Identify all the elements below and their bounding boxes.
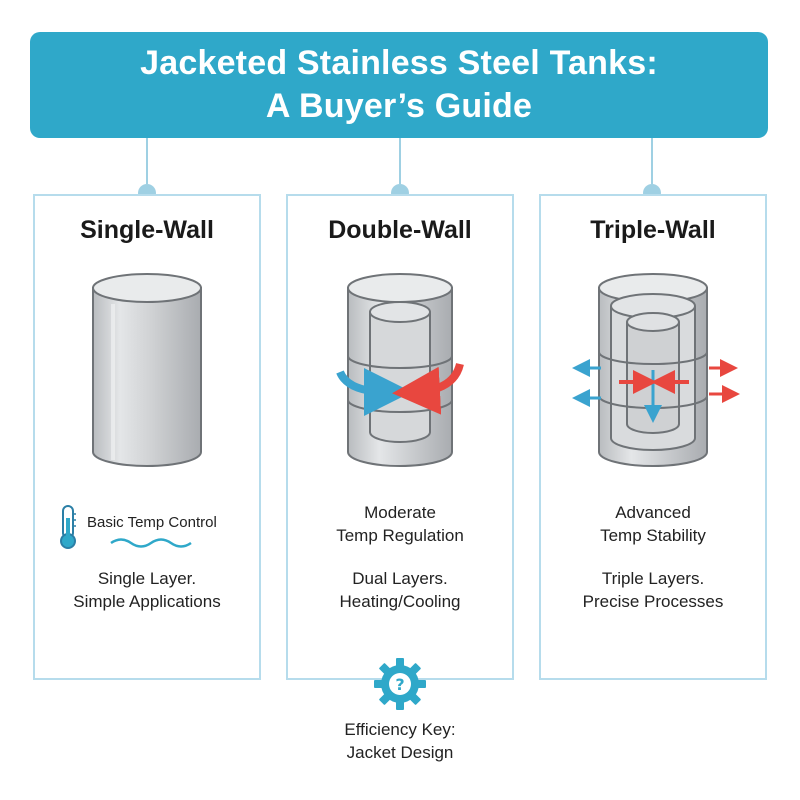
feature-basic-temp: Basic Temp Control [87, 514, 217, 531]
svg-text:?: ? [395, 675, 404, 694]
card-double-wall: Double-Wall [286, 194, 514, 680]
basic-temp-row: Basic Temp Control [57, 504, 247, 554]
desc-single-wall: Single Layer. Simple Applications [73, 569, 221, 611]
card-triple-wall: Triple-Wall [539, 194, 767, 680]
wave-icon [110, 538, 192, 548]
desc-double-wall: Dual Layers. Heating/Cooling [339, 569, 461, 611]
feature-triple-wall: Advanced Temp Stability [600, 503, 706, 545]
title-banner: Jacketed Stainless Steel Tanks: A Buyer’… [30, 32, 768, 138]
double-wall-tank-illustration [288, 272, 512, 472]
card-title-single-wall: Single-Wall [80, 216, 214, 244]
title-line-1: Jacketed Stainless Steel Tanks: [140, 44, 658, 82]
card-title-double-wall: Double-Wall [328, 216, 472, 244]
efficiency-key-label: Efficiency Key: Jacket Design [344, 720, 456, 762]
card-title-triple-wall: Triple-Wall [590, 216, 716, 244]
title-line-2: A Buyer’s Guide [265, 87, 533, 125]
gear-question-icon: ? [374, 658, 426, 710]
thermometer-icon [60, 505, 76, 549]
triple-wall-tank-illustration [541, 272, 765, 472]
single-wall-tank-illustration [35, 272, 259, 472]
feature-double-wall: Moderate Temp Regulation [336, 503, 464, 545]
desc-triple-wall: Triple Layers. Precise Processes [582, 569, 724, 611]
card-single-wall: Single-Wall Basic Temp Contr [33, 194, 261, 680]
